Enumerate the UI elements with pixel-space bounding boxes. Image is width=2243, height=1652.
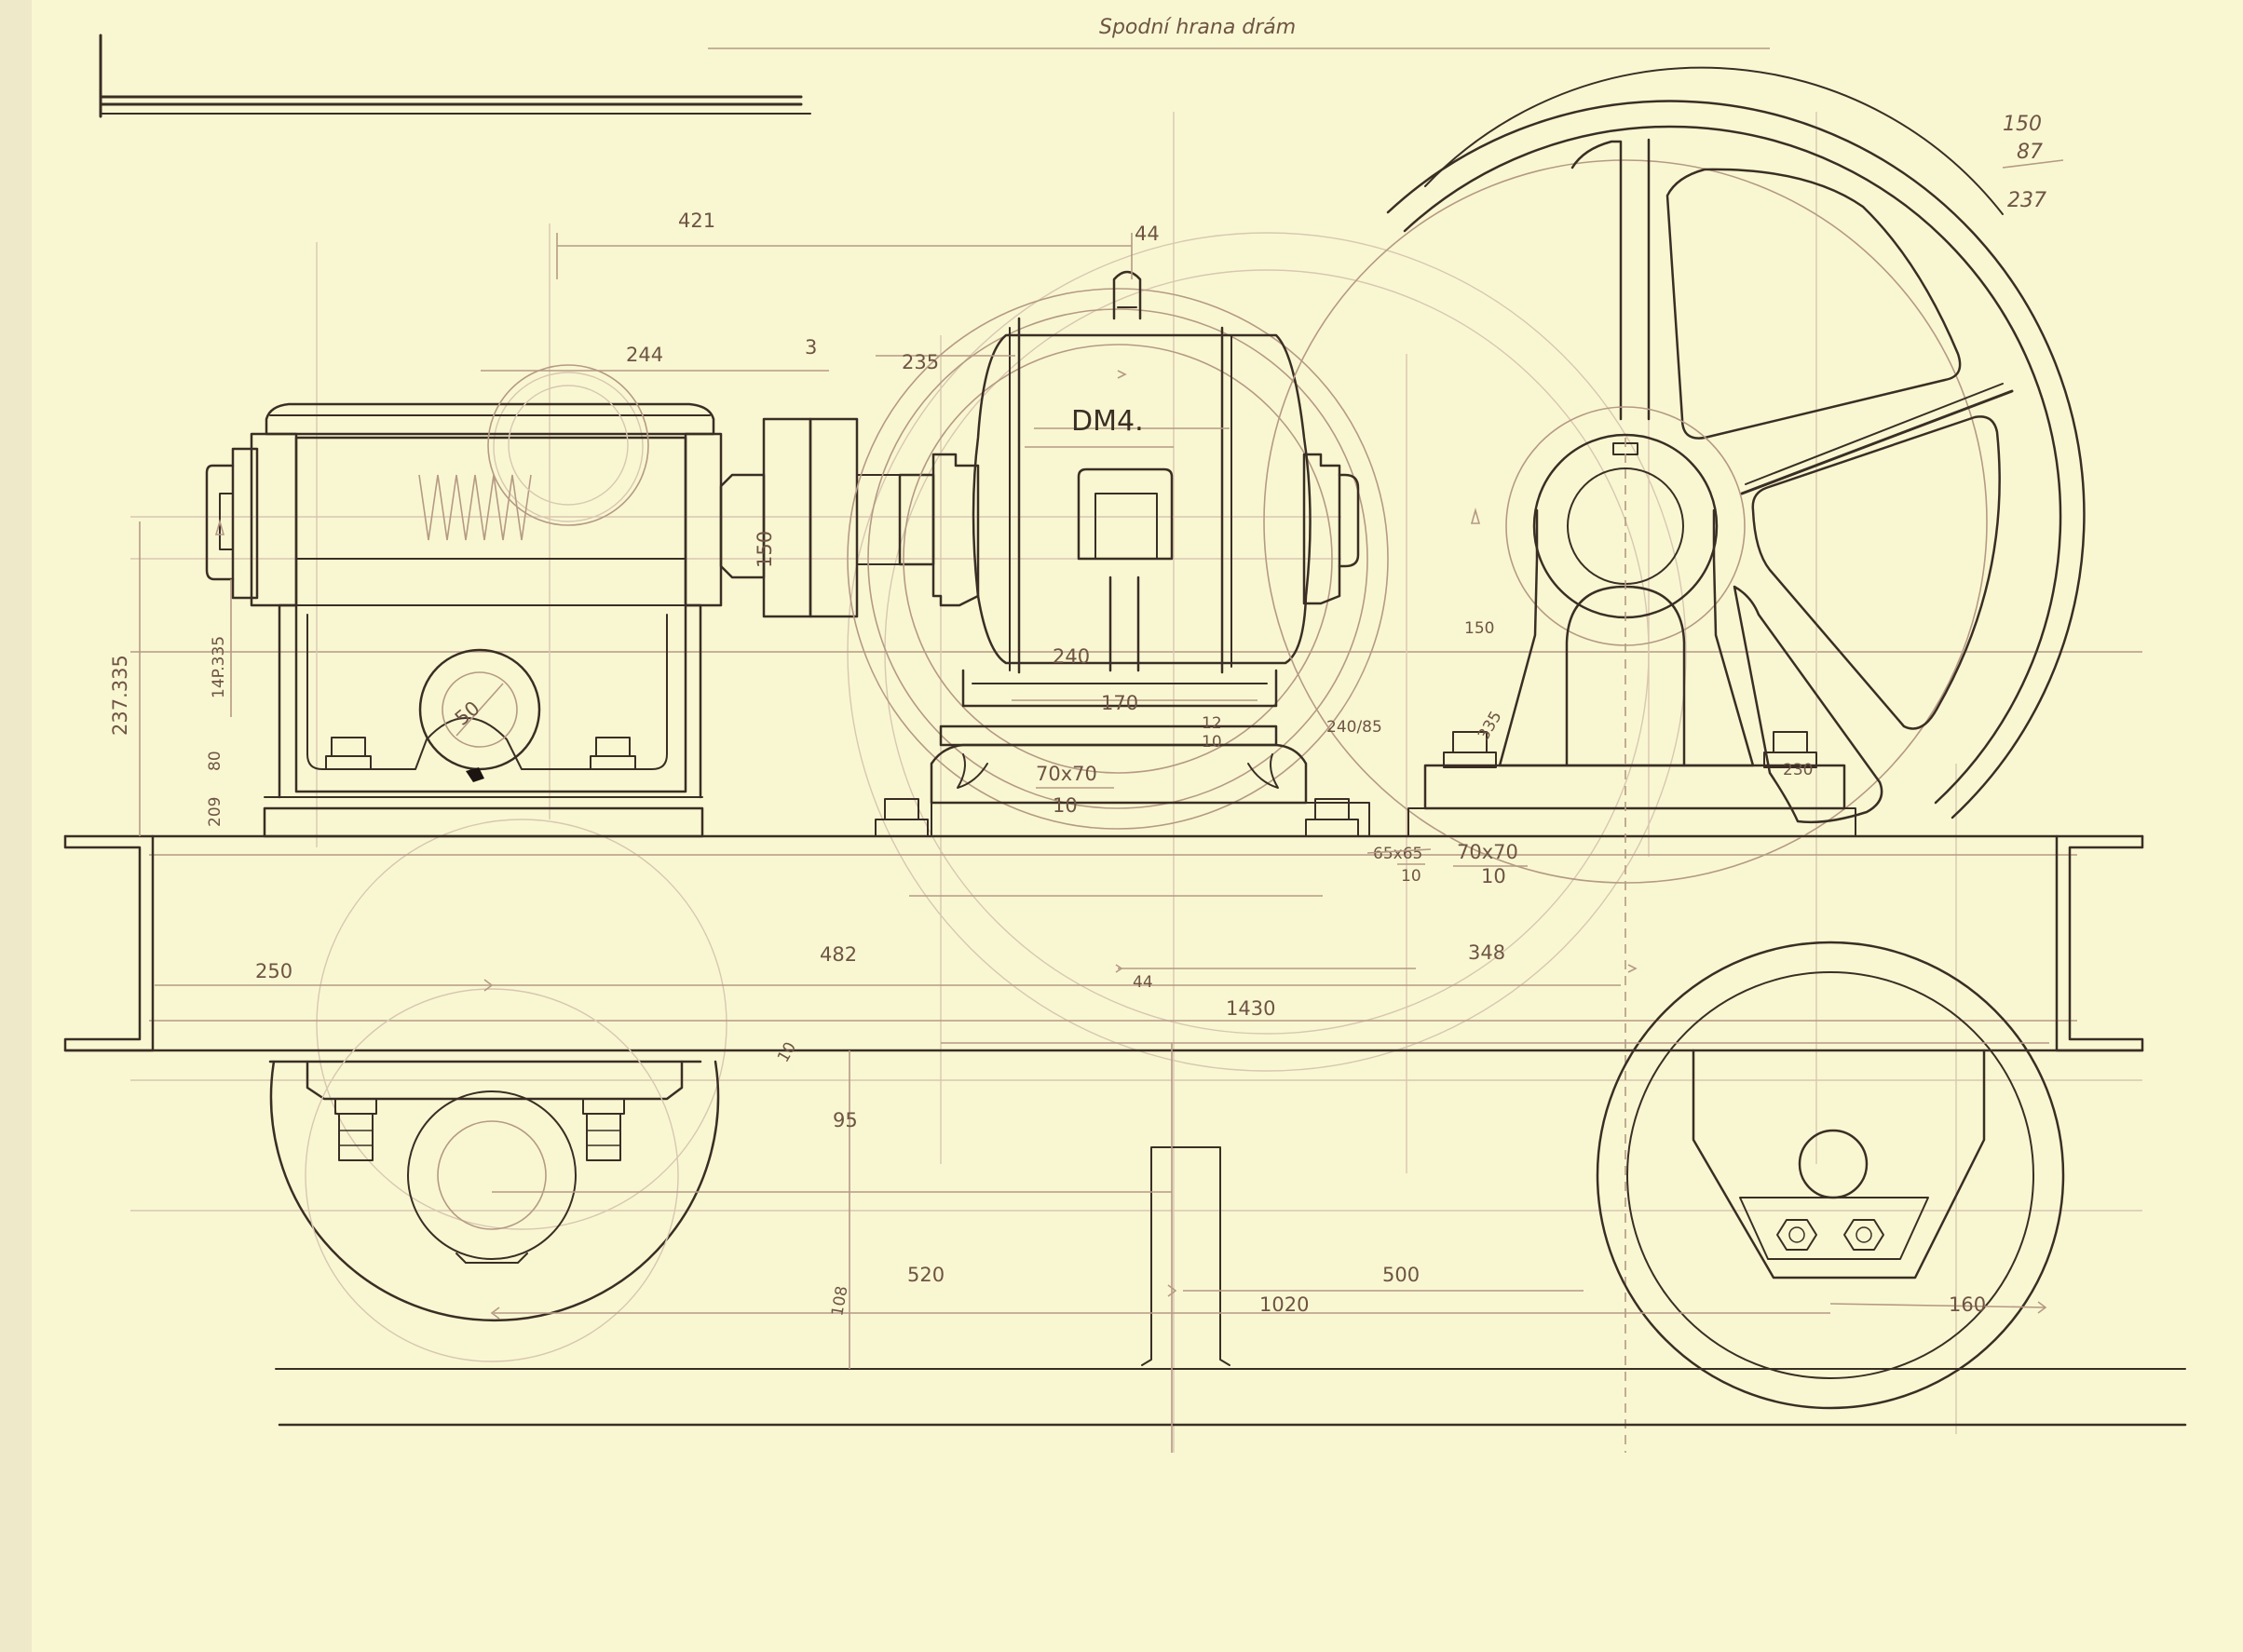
dim-240: 240 [1053,645,1090,668]
dim-gearbox-height: 14P.335 [210,636,228,698]
dim-230: 230 [1783,761,1813,779]
corner-calculation: 150 87 237 [2002,113,2064,212]
svg-text:150: 150 [2003,113,2042,136]
gearbox-bolt-right [590,737,636,770]
wheel-nut-left [1776,1219,1817,1251]
svg-text:87: 87 [2017,141,2043,164]
dim-500: 500 [1382,1264,1420,1286]
dim-10: 10 [1202,733,1222,752]
oil-drip-mark [466,767,484,782]
pedestal-bolt-left [1443,731,1497,768]
svg-text:237: 237 [2007,189,2046,212]
dim-1020: 1020 [1259,1293,1309,1316]
top-edge-note: Spodní hrana drám [1099,16,1296,39]
dim-left-height: 237.335 [109,655,131,736]
dim-3: 3 [805,336,817,359]
dim-250: 250 [255,960,292,982]
motor-bolt-left [875,798,929,837]
angle-mid: 70x70 [1457,841,1518,863]
crossed-angle-note: 65x65 10 [1366,845,1432,886]
paper-left-margin [0,0,32,1652]
title-frame [99,34,1770,118]
dim-frame-44: 44 [1133,973,1153,992]
svg-text:10: 10 [1401,867,1421,886]
lower-wheel-left [268,988,720,1362]
angle-mid-sub: 10 [1481,865,1506,887]
rails [275,1043,2187,1453]
angle-right: 240/85 [1326,718,1382,737]
dim-95: 95 [833,1109,858,1131]
dim-12: 12 [1202,714,1222,733]
motor-label: DM4. [1071,405,1144,438]
dim-overall-top: 421 [678,210,715,232]
dim-top-44: 44 [1135,223,1160,245]
svg-text:65x65: 65x65 [1373,845,1422,863]
dim-160: 160 [1949,1293,1986,1316]
axle-bolt-left [334,1098,377,1161]
dim-1430: 1430 [1226,997,1275,1020]
lower-wheel-right [1596,941,2065,1410]
angle-left: 70x70 [1036,763,1097,785]
angle-left-sub: 10 [1053,794,1078,817]
dim-520: 520 [907,1264,945,1286]
gearbox [205,364,723,838]
axle-bolt-right [582,1098,625,1161]
dim-209: 209 [206,797,224,827]
pedestal-bolt-right [1763,731,1817,768]
dim-bracket-150: 150 [1464,619,1494,638]
dim-244: 244 [626,344,663,366]
dimension-arrows [214,370,2047,1320]
wheel-nut-right [1843,1219,1884,1251]
spoked-wheel [1263,66,2086,1453]
dim-235: 235 [902,351,939,373]
dimension-lines [139,233,2049,1369]
dim-170: 170 [1101,692,1138,714]
gearbox-bolt-left [325,737,372,770]
dim-80: 80 [206,751,224,771]
dim-coupling-150: 150 [754,531,776,568]
dim-348: 348 [1468,941,1505,964]
dim-482: 482 [820,943,857,966]
motor [847,270,1389,837]
